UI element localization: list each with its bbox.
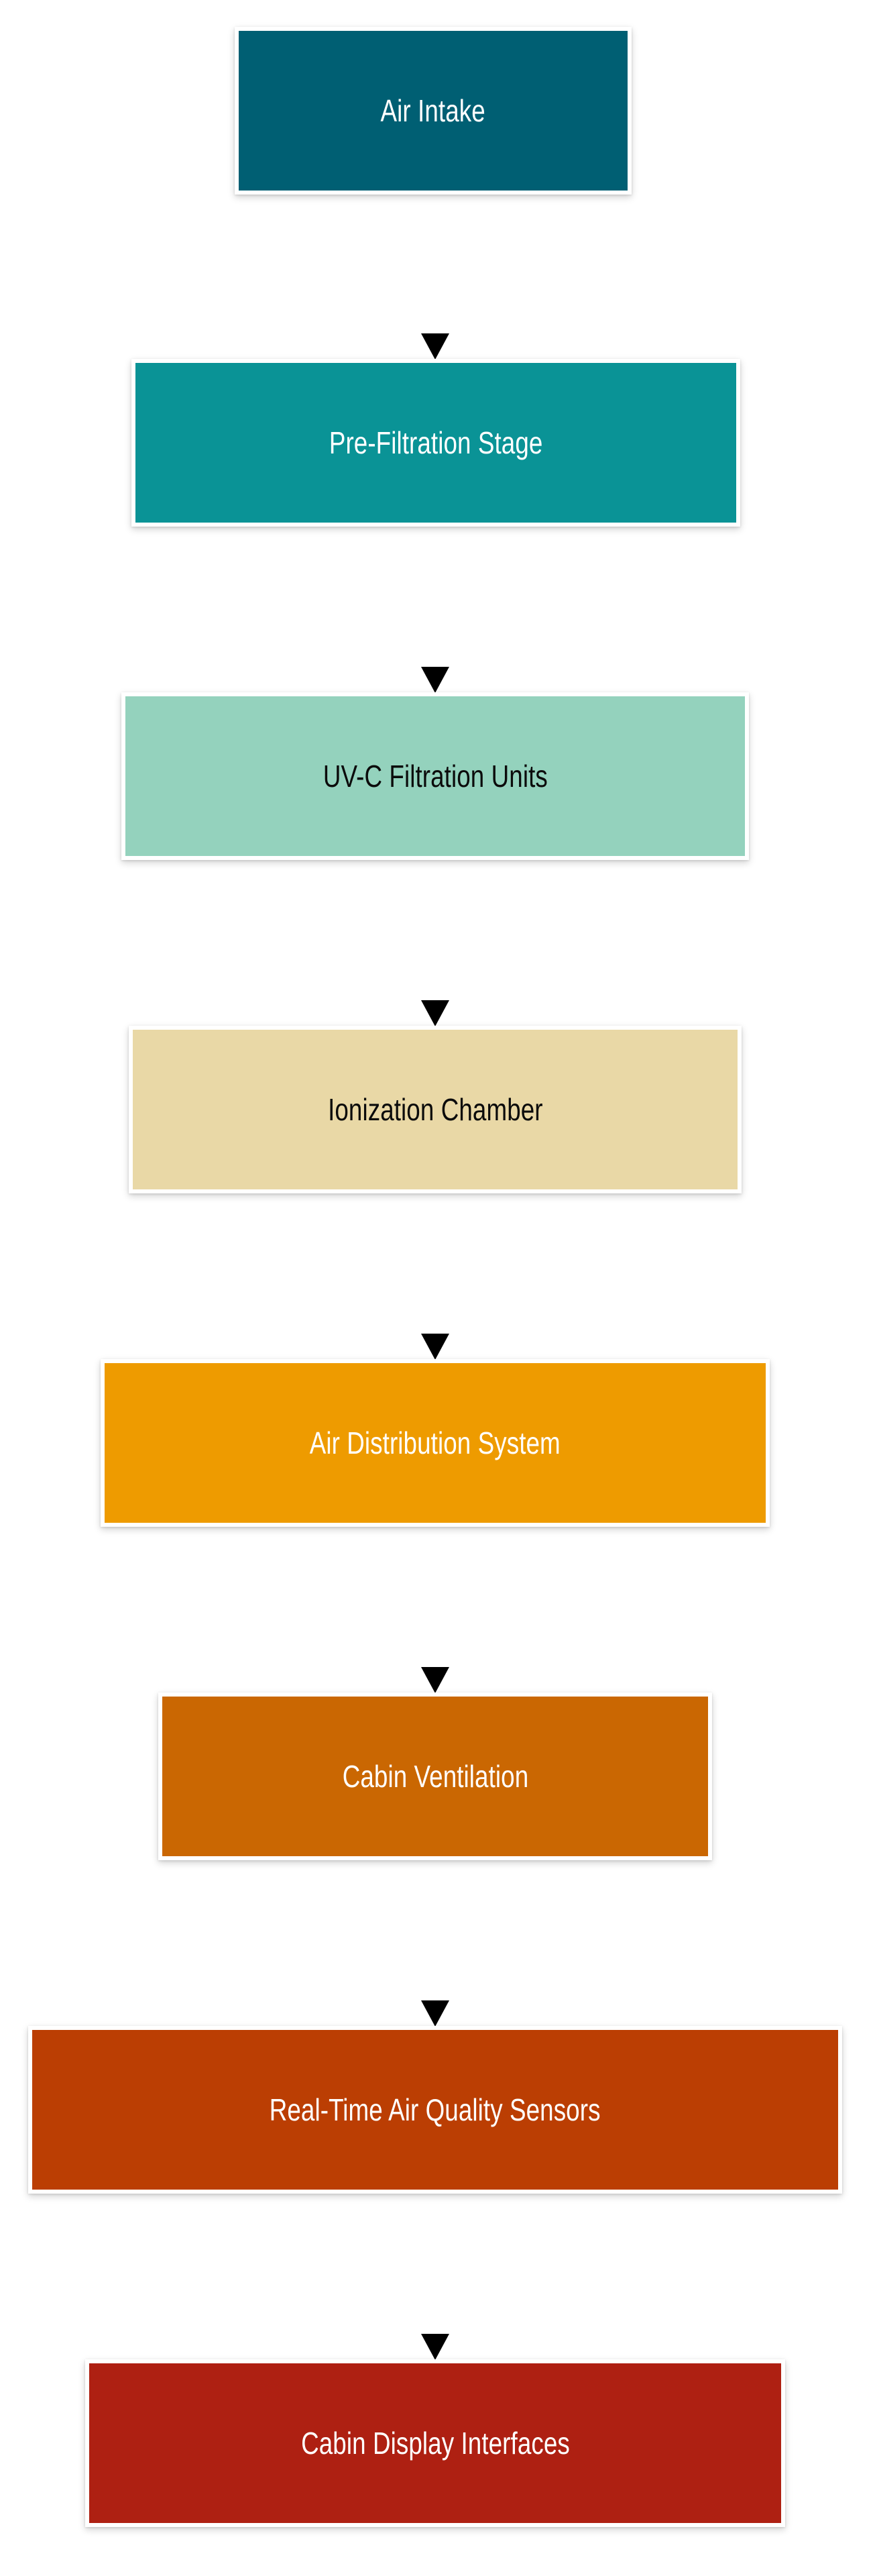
flow-node-pre-filtration-stage[interactable]: Pre-Filtration Stage (131, 359, 740, 527)
flow-node-label: Real-Time Air Quality Sensors (270, 2092, 601, 2127)
flow-node-air-distribution-system[interactable]: Air Distribution System (101, 1359, 770, 1527)
flow-node-real-time-air-quality-sensors[interactable]: Real-Time Air Quality Sensors (28, 2026, 842, 2194)
triangle-down-icon (421, 1000, 449, 1026)
flow-node-uv-c-filtration-units[interactable]: UV-C Filtration Units (121, 692, 749, 860)
flow-node-label: Air Distribution System (309, 1425, 561, 1460)
flow-node-label: Cabin Ventilation (342, 1758, 528, 1794)
triangle-down-icon (421, 1667, 449, 1693)
triangle-down-icon (421, 333, 449, 360)
triangle-down-icon (421, 2000, 449, 2027)
flow-node-air-intake[interactable]: Air Intake (235, 27, 632, 195)
triangle-down-icon (421, 2334, 449, 2360)
flow-node-cabin-display-interfaces[interactable]: Cabin Display Interfaces (85, 2359, 785, 2527)
flow-node-cabin-ventilation[interactable]: Cabin Ventilation (158, 1693, 712, 1860)
triangle-down-icon (421, 667, 449, 693)
flow-node-label: Cabin Display Interfaces (300, 2425, 570, 2461)
triangle-down-icon (421, 1334, 449, 1360)
flow-node-label: Ionization Chamber (327, 1091, 543, 1127)
flow-node-label: UV-C Filtration Units (323, 758, 548, 794)
flow-node-label: Air Intake (380, 93, 486, 128)
flow-node-ionization-chamber[interactable]: Ionization Chamber (129, 1026, 742, 1193)
flow-node-label: Pre-Filtration Stage (329, 425, 543, 460)
